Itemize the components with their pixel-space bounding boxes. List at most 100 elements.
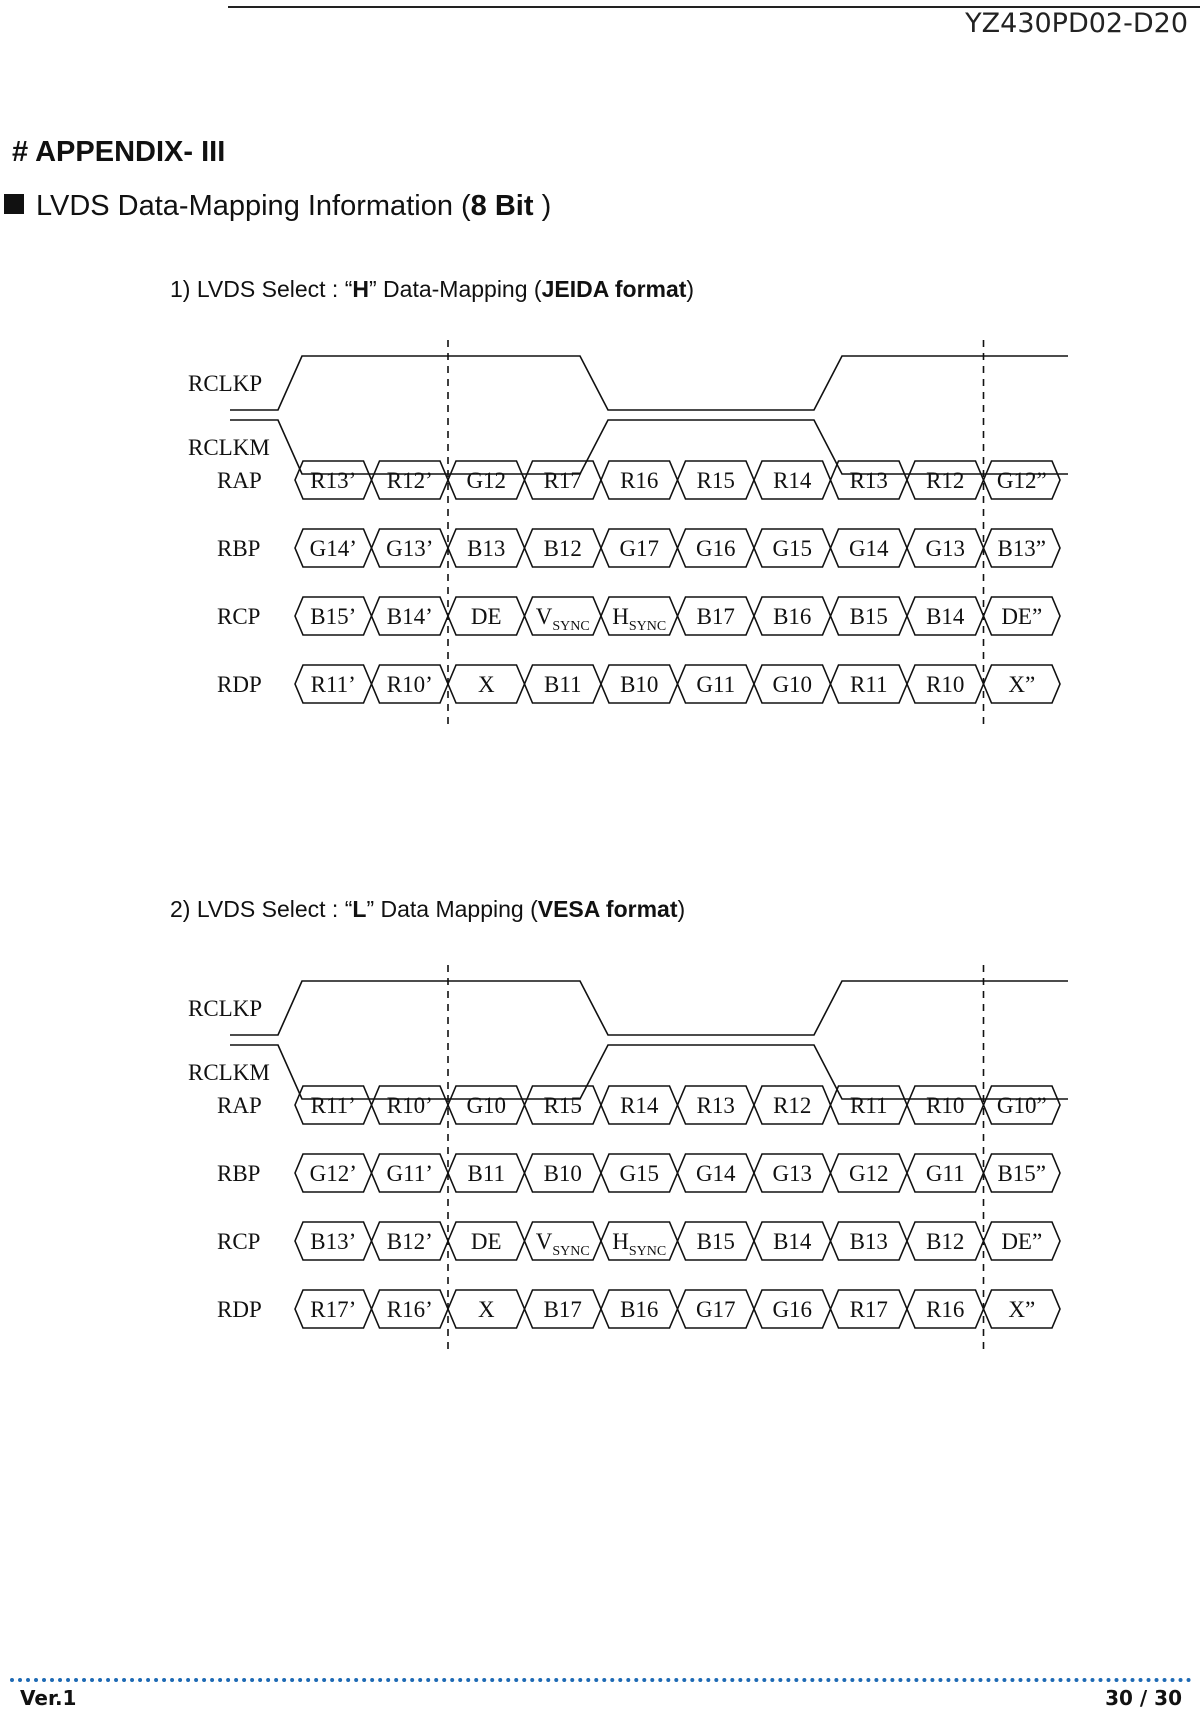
cell-label: R10’ [387,672,433,697]
cell-label: R17 [544,468,582,493]
cell-label: B11 [468,1161,506,1186]
clock-waveform-rclkm [230,1044,1068,1100]
format-name: JEIDA format [541,276,687,302]
subtitle-prefix: 2) LVDS Select : “ [170,896,353,922]
cell-label: G14 [849,536,889,561]
subtitle-middle: ” Data Mapping ( [366,896,538,922]
signal-label-rcp: RCP [217,604,260,629]
cell-label: B12’ [387,1229,433,1254]
cell-label: R17’ [310,1297,356,1322]
cell-label: G13’ [386,536,433,561]
clock-waveform-rclkp [230,980,1068,1036]
data-cell [982,1289,1061,1329]
cell-label: R11 [850,672,888,697]
cell-label: G15 [772,536,812,561]
cell-label: G12’ [310,1161,357,1186]
cell-label: X [478,672,495,697]
section-heading: LVDS Data-Mapping Information (8 Bit ) [4,190,551,223]
signal-label-rap: RAP [217,1093,262,1118]
cell-label: R15 [544,1093,582,1118]
appendix-title: # APPENDIX- III [12,136,226,168]
clock-waveform-rclkm [230,419,1068,475]
cell-label: B17 [697,604,735,629]
data-cell [982,664,1061,704]
subtitle-suffix: ) [677,896,686,922]
cell-label: R16 [926,1297,964,1322]
select-value: H [352,276,369,302]
cell-label: R13 [850,468,888,493]
cell-label: X [478,1297,495,1322]
cell-label: DE [471,604,502,629]
cell-label: R16 [620,468,658,493]
cell-label: G16 [696,536,736,561]
cell-label: G12 [849,1161,889,1186]
clock-label-rclkm: RCLKM [188,435,270,460]
cell-label: R14 [620,1093,659,1118]
cell-label: R11’ [311,672,356,697]
diagram-1-subtitle: 1) LVDS Select : “H” Data-Mapping (JEIDA… [170,276,694,303]
cell-label: B15” [997,1161,1046,1186]
cell-label: R10’ [387,1093,433,1118]
cell-label: G12 [466,468,506,493]
header-rule [228,6,1200,8]
cell-label: DE [471,1229,502,1254]
clock-waveform-rclkp [230,355,1068,411]
cell-label: B16 [773,604,811,629]
cell-label: R12 [926,468,964,493]
cell-label: R13’ [310,468,356,493]
data-cell [982,460,1061,500]
cell-label: G11 [926,1161,965,1186]
cell-label: R16’ [387,1297,433,1322]
cell-label: B12 [544,536,582,561]
cell-label: G10” [997,1093,1047,1118]
cell-label: VSYNC [536,604,590,634]
cell-label: B13 [467,536,505,561]
subtitle-suffix: ) [686,276,695,302]
cell-label: HSYNC [612,604,666,634]
select-value: L [352,896,367,922]
cell-label: G11’ [387,1161,433,1186]
cell-label: B12 [926,1229,964,1254]
signal-label-rbp: RBP [217,1161,260,1186]
cell-label: R11 [850,1093,888,1118]
footer-version: Ver.1 [20,1686,77,1710]
cell-label: G16 [772,1297,812,1322]
cell-label: B14 [926,604,965,629]
section-heading-bold: 8 Bit [470,190,534,222]
signal-label-rdp: RDP [217,1297,262,1322]
cell-label: G13 [925,536,965,561]
format-name: VESA format [537,896,678,922]
cell-label: B14’ [387,604,433,629]
cell-label: B14 [773,1229,812,1254]
cell-label: G11 [696,672,735,697]
cell-label: B10 [544,1161,582,1186]
cell-label: VSYNC [536,1229,590,1259]
cell-label: R13 [697,1093,735,1118]
cell-label: G14’ [310,536,357,561]
cell-label: DE” [1001,1229,1042,1254]
cell-label: B13 [850,1229,888,1254]
cell-label: R12’ [387,468,433,493]
cell-label: B15 [850,604,888,629]
subtitle-middle: ” Data-Mapping ( [369,276,542,302]
diagram-2-subtitle: 2) LVDS Select : “L” Data Mapping (VESA … [170,896,685,923]
signal-label-rbp: RBP [217,536,260,561]
cell-label: G14 [696,1161,736,1186]
cell-label: G17 [696,1297,736,1322]
square-bullet-icon [4,194,24,214]
data-cell [982,1153,1061,1193]
cell-label: B16 [620,1297,658,1322]
cell-label: G10 [772,672,812,697]
cell-label: X” [1008,1297,1035,1322]
data-cell [982,596,1061,636]
document-id: YZ430PD02-D20 [965,8,1188,39]
cell-label: R10 [926,672,964,697]
cell-label: R15 [697,468,735,493]
cell-label: DE” [1001,604,1042,629]
cell-label: R14 [773,468,812,493]
cell-label: R11’ [311,1093,356,1118]
cell-label: B10 [620,672,658,697]
subtitle-prefix: 1) LVDS Select : “ [170,276,353,302]
